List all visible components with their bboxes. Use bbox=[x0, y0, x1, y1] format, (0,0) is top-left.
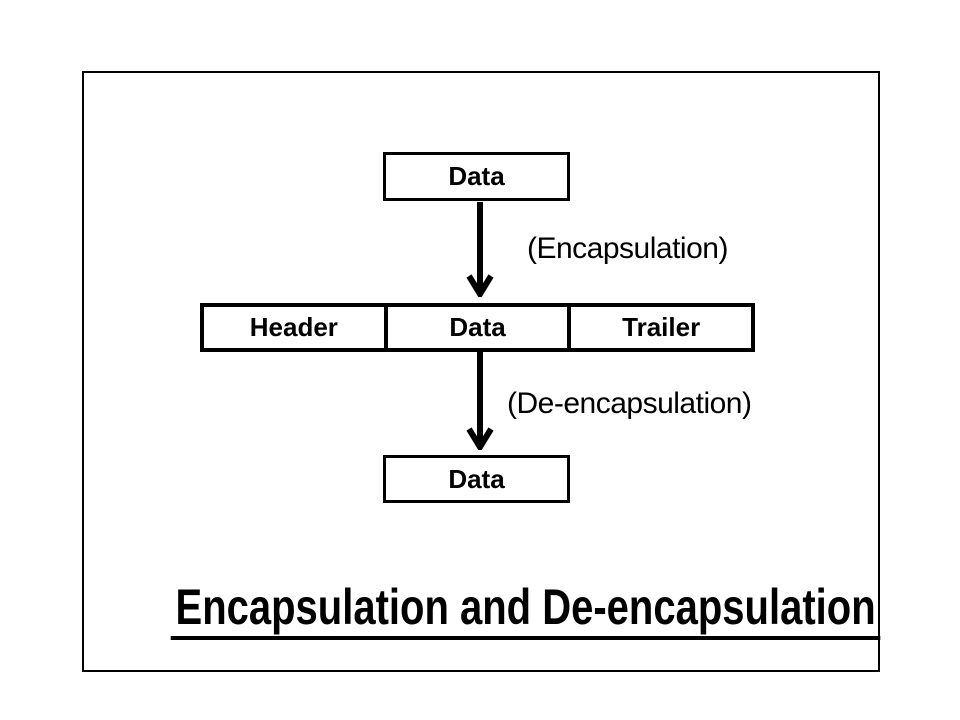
bottom-data-box: Data bbox=[383, 455, 570, 503]
pdu-cell-header: Header bbox=[204, 307, 384, 348]
pdu-cell-data-label: Data bbox=[449, 312, 506, 342]
pdu-cell-trailer: Trailer bbox=[567, 307, 751, 348]
pdu-cell-data: Data bbox=[383, 307, 568, 348]
slide-frame bbox=[82, 71, 880, 672]
pdu-cell-trailer-label: Trailer bbox=[622, 312, 701, 342]
bottom-data-label: Data bbox=[448, 463, 505, 494]
pdu-row: Header Data Trailer bbox=[200, 303, 755, 352]
down-arrow-icon bbox=[466, 202, 494, 297]
top-data-label: Data bbox=[448, 161, 505, 191]
pdu-cell-header-label: Header bbox=[249, 312, 338, 342]
deencapsulation-label: (De-encapsulation) bbox=[507, 387, 752, 420]
slide-title: Encapsulation and De-encapsulation bbox=[82, 581, 881, 640]
slide-title-text: Encapsulation and De-encapsulation bbox=[170, 581, 881, 640]
top-data-box: Data bbox=[383, 152, 570, 201]
encapsulation-label: (Encapsulation) bbox=[527, 232, 728, 265]
down-arrow-icon bbox=[466, 352, 494, 450]
